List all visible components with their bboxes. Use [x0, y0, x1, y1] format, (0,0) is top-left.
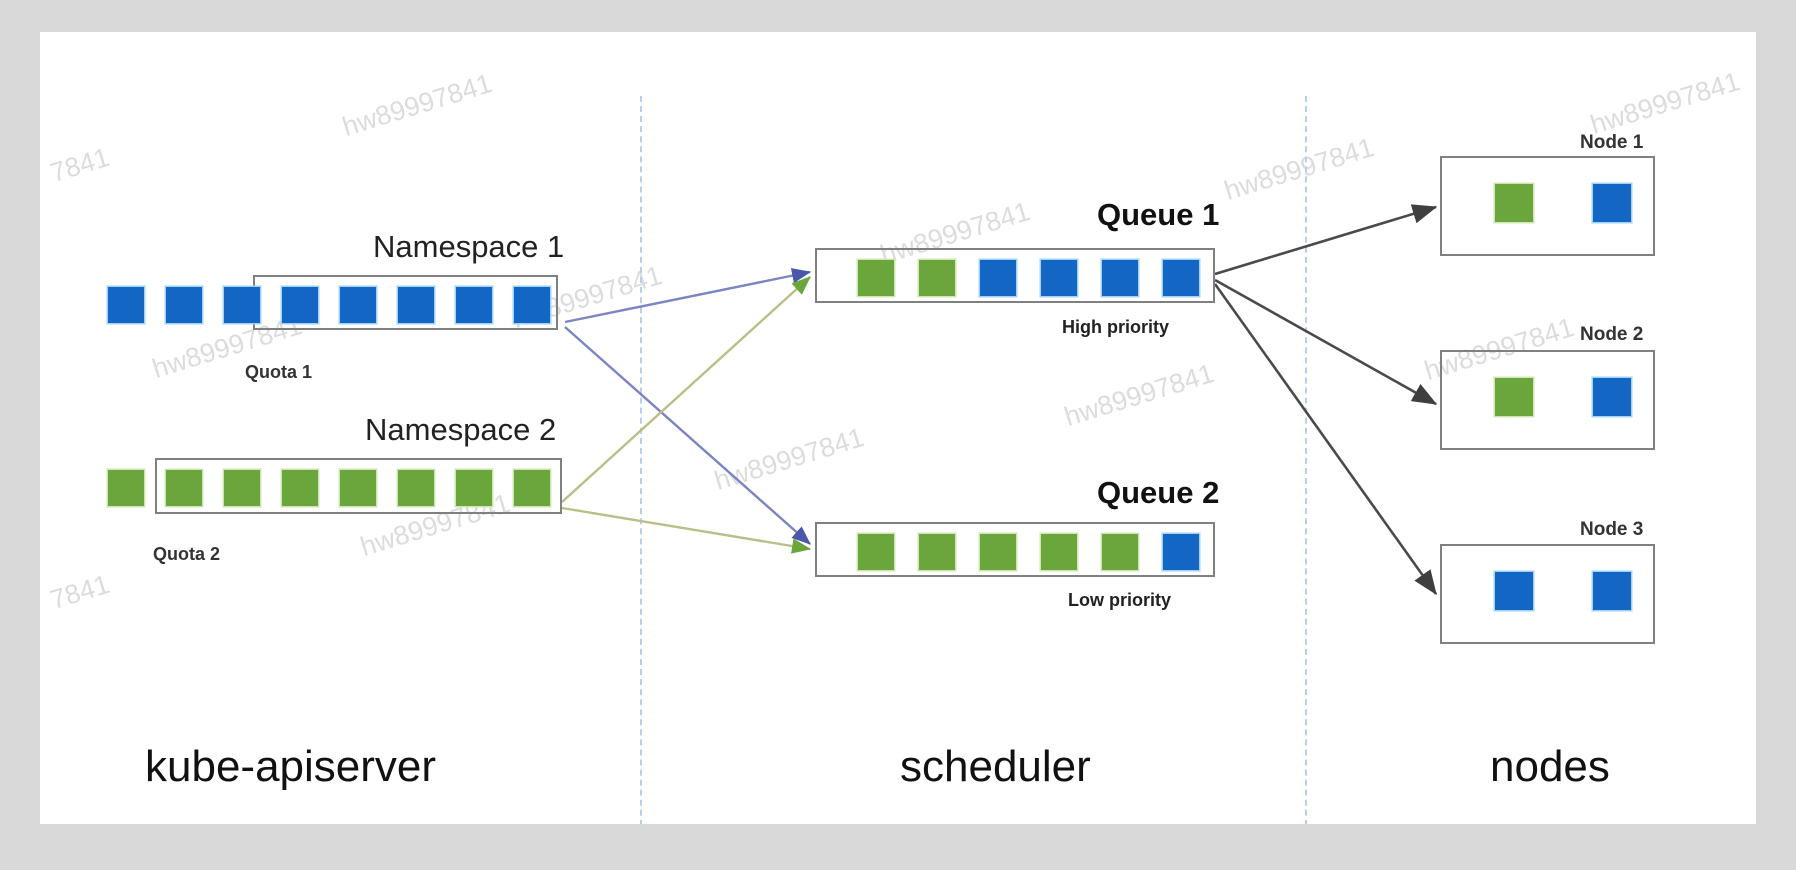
watermark-1: 7841	[46, 141, 114, 189]
node-3-pod-1	[1495, 572, 1533, 610]
node-3-label: Node 3	[1580, 519, 1644, 540]
namespace-2-pod-6	[398, 470, 434, 506]
edge-queue1-to-node2	[1214, 278, 1438, 406]
watermark-8: hw89997841	[1060, 358, 1218, 432]
namespace-1-pod-1	[108, 287, 144, 323]
queue-1-pod-4	[1041, 260, 1077, 296]
namespace-2-pod-2	[166, 470, 202, 506]
namespace-1-pod-6	[398, 287, 434, 323]
namespace-1-pod-2	[166, 287, 202, 323]
node-1-label: Node 1	[1580, 132, 1644, 153]
quota-2-label: Quota 2	[153, 544, 221, 564]
queue-1-box	[815, 248, 1215, 303]
queue-2-box	[815, 522, 1215, 577]
divider-apiserver-scheduler	[640, 96, 642, 824]
namespace-1-pod-5	[340, 287, 376, 323]
queue-2-title: Queue 2	[1097, 475, 1220, 510]
node-2-pod-1	[1495, 378, 1533, 416]
queue-1-pod-1	[858, 260, 894, 296]
queue-1-title: Queue 1	[1097, 197, 1220, 232]
watermark-5: 7841	[46, 568, 114, 616]
edge-ns1-to-queue2	[564, 326, 811, 545]
watermark-7: hw89997841	[710, 422, 868, 496]
namespace-1-pod-4	[282, 287, 318, 323]
node-2-box	[1440, 350, 1655, 450]
node-2-pod-2	[1593, 378, 1631, 416]
edge-queue1-to-node3	[1213, 283, 1438, 596]
divider-scheduler-nodes	[1305, 96, 1307, 824]
namespace-2-pod-3	[224, 470, 260, 506]
queue-2-pod-2	[919, 534, 955, 570]
node-2-label: Node 2	[1580, 324, 1644, 345]
queue-1-pod-6	[1163, 260, 1199, 296]
edge-ns2-to-queue1	[561, 276, 811, 503]
namespace-2-pod-7	[456, 470, 492, 506]
queue-1-pod-5	[1102, 260, 1138, 296]
quota-1-label: Quota 1	[245, 362, 313, 382]
stage-label-apiserver: kube-apiserver	[145, 742, 437, 791]
node-1-box	[1440, 156, 1655, 256]
namespace-1-title: Namespace 1	[373, 229, 565, 264]
queue-2-pod-4	[1041, 534, 1077, 570]
watermark-11: hw89997841	[1586, 66, 1744, 140]
queue-2-pod-1	[858, 534, 894, 570]
node-1-pod-2	[1593, 184, 1631, 222]
namespace-2-title: Namespace 2	[365, 412, 557, 447]
queue-2-pod-5	[1102, 534, 1138, 570]
queue-2-priority-label: Low priority	[1068, 590, 1171, 610]
queue-1-pod-3	[980, 260, 1016, 296]
edge-queue1-to-node1	[1214, 204, 1438, 276]
namespace-2-pod-8	[514, 470, 550, 506]
edge-ns1-to-queue1	[564, 268, 812, 324]
queue-1-priority-label: High priority	[1062, 317, 1169, 337]
queue-2-pod-3	[980, 534, 1016, 570]
namespace-2-pod-1	[108, 470, 144, 506]
namespace-1-pod-7	[456, 287, 492, 323]
namespace-2-pod-5	[340, 470, 376, 506]
watermark-9: hw89997841	[1220, 132, 1378, 206]
diagram-canvas: hw89997841 7841 hw89997841 hw89997841 hw8999…	[40, 32, 1756, 824]
namespace-2-pod-4	[282, 470, 318, 506]
stage-label-nodes: nodes	[1490, 742, 1610, 791]
queue-1-pod-2	[919, 260, 955, 296]
stage-label-scheduler: scheduler	[900, 742, 1091, 791]
quota-2-box	[155, 458, 562, 514]
watermark-0: hw89997841	[338, 68, 496, 142]
queue-2-pod-6	[1163, 534, 1199, 570]
edge-ns2-to-queue2	[561, 506, 812, 554]
node-3-pod-2	[1593, 572, 1631, 610]
node-1-pod-1	[1495, 184, 1533, 222]
namespace-1-pod-3	[224, 287, 260, 323]
node-3-box	[1440, 544, 1655, 644]
namespace-1-pod-8	[514, 287, 550, 323]
